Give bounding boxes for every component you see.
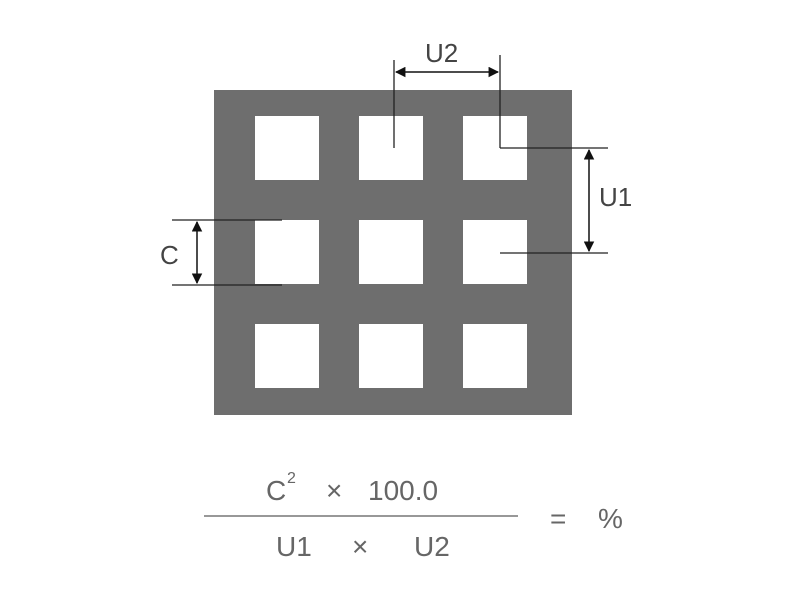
u2-label: U2 [425, 38, 458, 68]
hole-r2-c3 [463, 220, 527, 284]
formula-denominator-left: U1 [276, 531, 312, 562]
formula-equals-sign: = [550, 503, 566, 534]
formula-numerator-exponent: 2 [287, 470, 296, 487]
hole-r1-c2 [359, 116, 423, 180]
formula-numerator-operator: × [326, 475, 342, 506]
c-dimension: C [160, 219, 282, 286]
hole-r2-c1 [255, 220, 319, 284]
hole-r2-c2 [359, 220, 423, 284]
hole-grid [255, 116, 527, 388]
c-label: C [160, 240, 179, 270]
u1-dimension: U1 [500, 147, 632, 254]
u1-label: U1 [599, 182, 632, 212]
formula-denominator-operator: × [352, 531, 368, 562]
formula-numerator-factor: 100.0 [368, 475, 438, 506]
formula-denominator-right: U2 [414, 531, 450, 562]
formula-result-percent: % [598, 503, 623, 534]
hole-r3-c3 [463, 324, 527, 388]
hole-r1-c1 [255, 116, 319, 180]
formula-numerator-base: C [266, 475, 286, 506]
hole-r3-c2 [359, 324, 423, 388]
hole-r3-c1 [255, 324, 319, 388]
open-area-formula: C 2 × 100.0 U1 × U2 = % [204, 470, 623, 562]
u2-dimension: U2 [393, 38, 501, 148]
